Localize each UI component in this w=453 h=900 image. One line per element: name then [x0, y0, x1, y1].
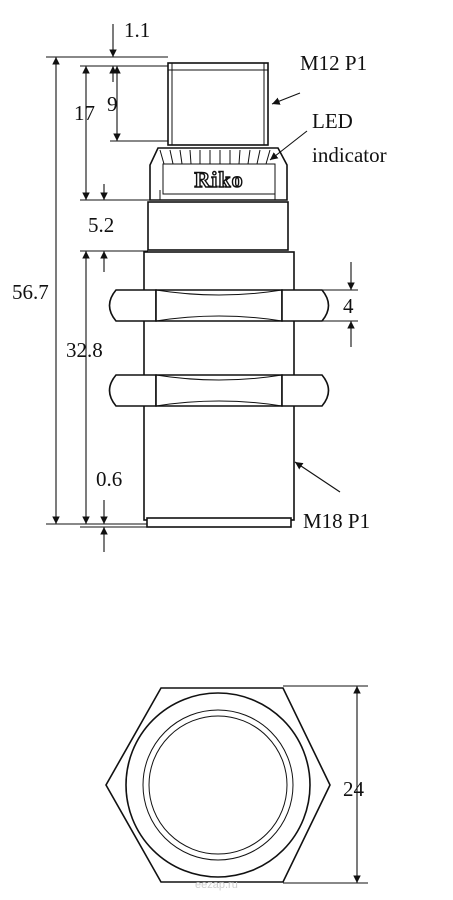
body-thread-label: M18 P1: [303, 509, 370, 533]
watermark: eezap.ru: [195, 879, 238, 891]
collar: [147, 201, 289, 251]
connector-top-step-dim: 1.1: [124, 18, 150, 42]
led-label-line2: indicator: [312, 143, 387, 167]
collar-length-dim: 5.2: [88, 213, 114, 237]
knurl-lines: [159, 149, 276, 200]
inner-circle: [148, 715, 288, 855]
outer-circle: [125, 692, 311, 878]
connector-body: [167, 62, 269, 146]
connector-length-dim: 17: [74, 101, 95, 125]
side-dimensions: 56.7 17 9 1.1 5.2 32.8 0.6 4: [12, 18, 358, 552]
overall-length-dim: 56.7: [12, 280, 49, 304]
brand-logo: Riko: [194, 167, 243, 192]
nut-upper: [108, 289, 330, 322]
end-view: 24 eezap.ru: [105, 685, 368, 891]
led-label-line1: LED: [312, 109, 353, 133]
side-view: Riko: [108, 62, 330, 528]
connector-thread-label: M12 P1: [300, 51, 367, 75]
thread-length-dim: 32.8: [66, 338, 103, 362]
sensing-face: [146, 517, 292, 528]
connector-thread-length-dim: 9: [107, 92, 118, 116]
led-ring: [149, 147, 288, 201]
face-step-dim: 0.6: [96, 467, 122, 491]
nut-lower: [108, 374, 330, 407]
nut-thickness-dim: 4: [343, 294, 354, 318]
mid-circle: [142, 709, 294, 861]
hex-size-dim: 24: [343, 777, 365, 801]
